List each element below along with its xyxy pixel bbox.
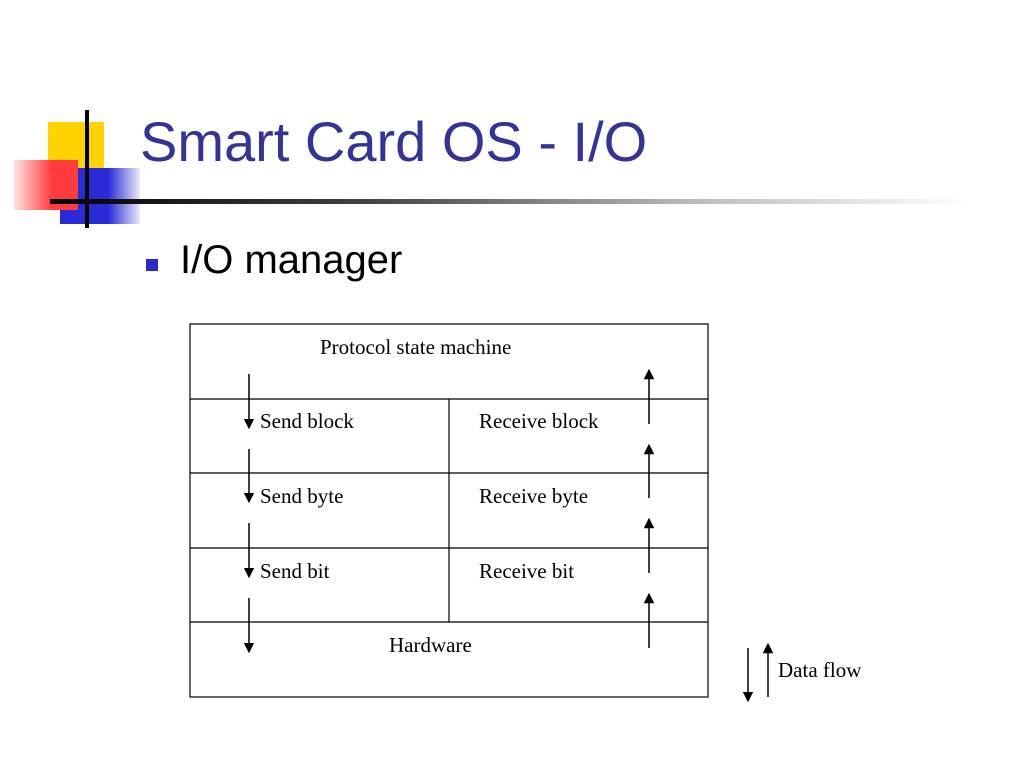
diagram-frame [189,323,709,698]
layer-protocol-state-machine: Protocol state machine [320,335,511,359]
bullet-text: I/O manager [180,238,403,282]
layer-receive-bit: Receive bit [479,559,574,583]
slide-logo-icon [14,110,140,228]
slide-title: Smart Card OS - I/O [140,110,648,173]
layer-receive-block: Receive block [479,409,599,433]
layer-hardware: Hardware [389,633,472,657]
legend-label: Data flow [778,658,862,682]
logo-vertical-line [85,110,89,228]
layer-send-byte: Send byte [260,484,343,508]
layer-send-bit: Send bit [260,559,330,583]
layer-send-block: Send block [260,409,354,433]
layer-receive-byte: Receive byte [479,484,588,508]
title-rule [50,199,970,204]
bullet-marker [146,259,158,271]
